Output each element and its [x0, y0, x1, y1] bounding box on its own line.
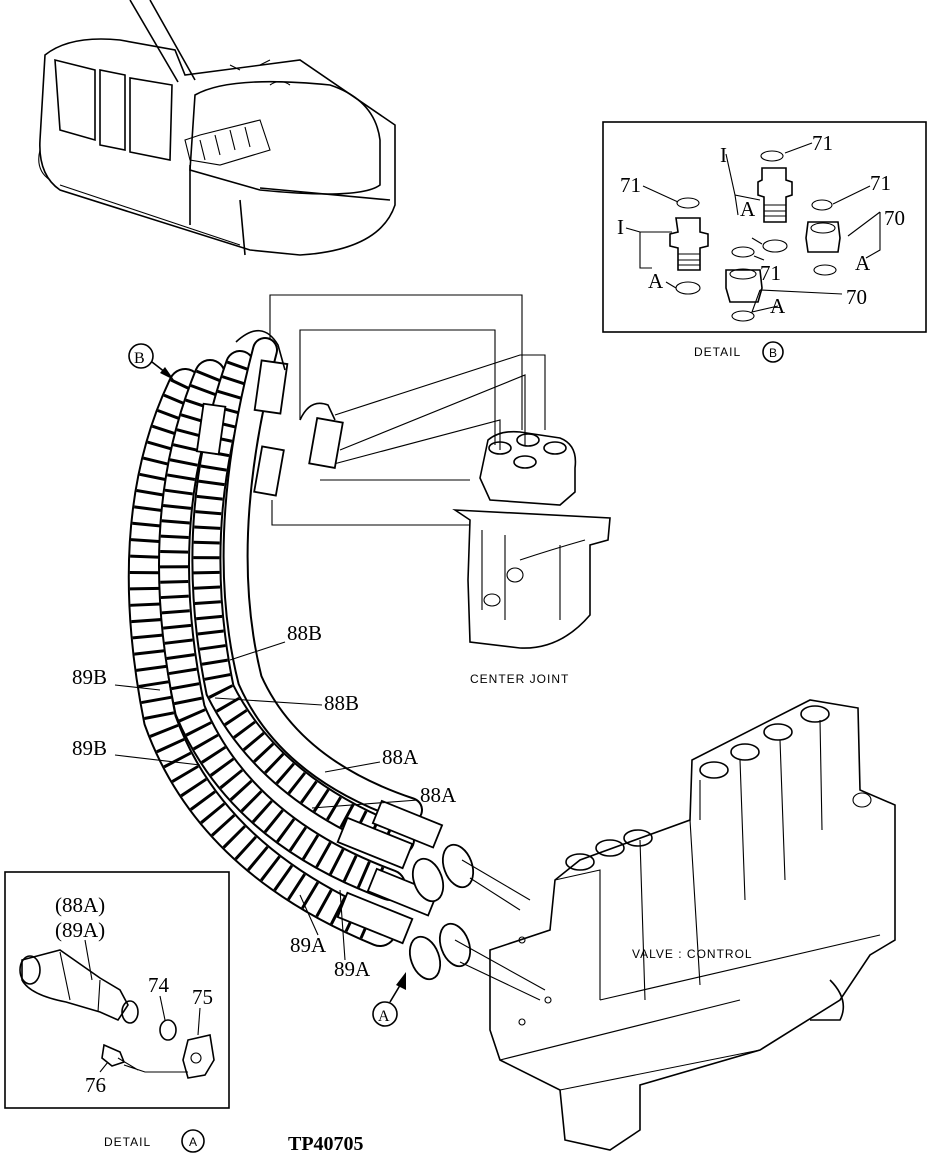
fitting-left — [669, 197, 709, 295]
detail-a-callout-76: 76 — [85, 1073, 106, 1097]
excavator-illustration — [38, 0, 396, 256]
detail-a-caption-letter: A — [189, 1135, 198, 1149]
center-joint-label: CENTER JOINT — [470, 672, 569, 686]
detail-a-box — [4, 871, 230, 1109]
fitting-right — [805, 199, 841, 276]
detail-b-callout-i-left: I — [617, 215, 624, 239]
callout-89a-right: 89A — [334, 957, 371, 981]
detail-a-marker — [372, 972, 406, 1027]
detail-b-callout-a-right: A — [855, 251, 871, 275]
callout-88a-upper: 88A — [382, 745, 419, 769]
figure-reference: TP40705 — [288, 1133, 364, 1155]
detail-a-caption-circle — [181, 1129, 205, 1153]
detail-b-callout-70-right: 70 — [884, 206, 905, 230]
detail-b-callout-71-bottom: 71 — [760, 261, 781, 285]
detail-b-callout-71-right: 71 — [870, 171, 891, 195]
detail-b-callout-70-bottom: 70 — [846, 285, 867, 309]
callout-88b-lower: 88B — [324, 691, 359, 715]
valve-control-label: VALVE : CONTROL — [632, 947, 753, 961]
detail-b-callout-71-top: 71 — [812, 131, 833, 155]
fitting-center — [757, 150, 793, 253]
detail-b-caption-circle — [762, 341, 784, 363]
detail-b-marker — [128, 343, 174, 380]
detail-b-callout-a-center: A — [740, 197, 756, 221]
center-joint — [269, 294, 611, 649]
detail-b-box: 71 71 71 71 70 70 I I A A A A — [602, 121, 927, 333]
callout-89b-upper: 89B — [72, 665, 107, 689]
detail-b-caption-letter: B — [769, 346, 778, 360]
detail-b-callout-a-bottom: A — [770, 294, 786, 318]
callout-88b-upper: 88B — [287, 621, 322, 645]
detail-a-callout-74: 74 — [148, 973, 170, 997]
detail-b-callout-71-left: 71 — [620, 173, 641, 197]
detail-b-callout-i-center: I — [720, 143, 727, 167]
detail-a-marker-letter: A — [378, 1008, 390, 1025]
detail-b-callout-a-left: A — [648, 269, 664, 293]
fitting-bottom — [725, 246, 763, 322]
detail-b-marker-letter: B — [134, 350, 145, 367]
detail-b-caption: DETAIL — [694, 345, 741, 359]
detail-a-caption: DETAIL — [104, 1135, 151, 1149]
hose-bundle — [127, 329, 546, 1001]
control-valve — [489, 699, 896, 1151]
detail-a-callout-89a: (89A) — [55, 918, 105, 942]
callout-89b-lower: 89B — [72, 736, 107, 760]
detail-a-callout-75: 75 — [192, 985, 213, 1009]
callout-88a-lower: 88A — [420, 783, 457, 807]
detail-a-callout-88a: (88A) — [55, 893, 105, 917]
callout-89a-left: 89A — [290, 933, 327, 957]
